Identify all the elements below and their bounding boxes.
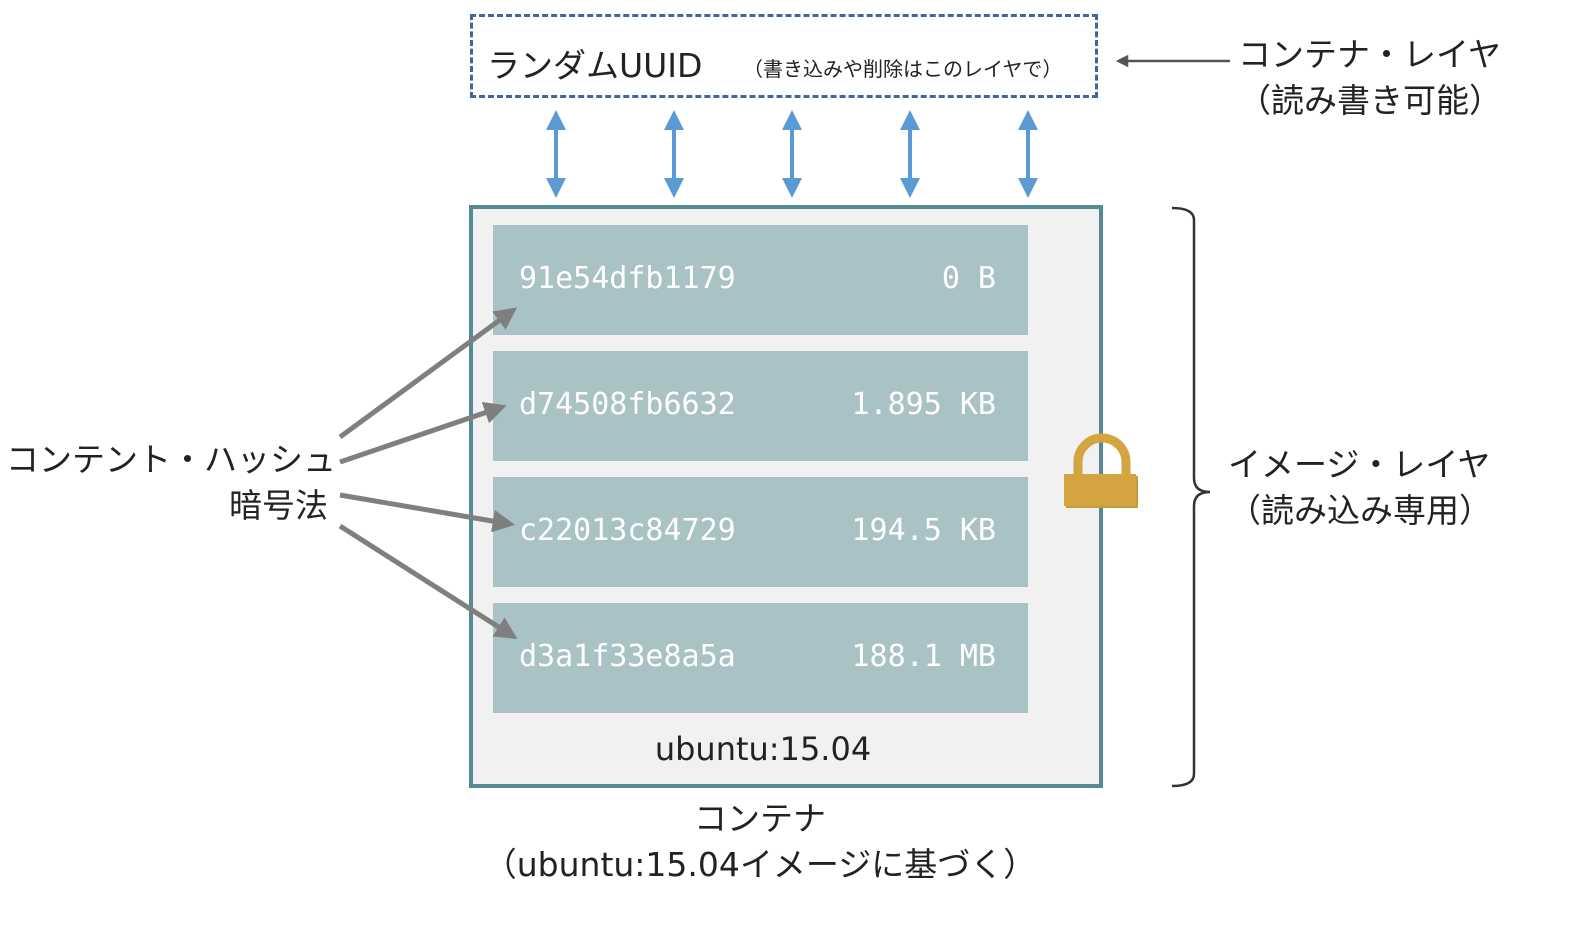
layer-hash: 91e54dfb1179 — [519, 261, 736, 296]
layer-size: 1.895 KB — [851, 387, 997, 422]
image-layer: d74508fb6632 1.895 KB — [493, 351, 1028, 461]
layer-hash: d3a1f33e8a5a — [519, 639, 736, 674]
container-layer-caption-line1: コンテナ・レイヤ — [1238, 35, 1502, 74]
hash-caption-line2: 暗号法 — [229, 486, 328, 525]
layer-hash: c22013c84729 — [519, 513, 736, 548]
image-layer: d3a1f33e8a5a 188.1 MB — [493, 603, 1028, 713]
image-layer-caption-line2: （読み込み専用） — [1228, 491, 1492, 530]
container-caption: コンテナ （ubuntu:15.04イメージに基づく） — [460, 796, 1060, 888]
container-layer-label: ランダムUUID — [487, 46, 703, 85]
container-layer-box: ランダムUUID （書き込みや削除はこのレイヤで） — [470, 14, 1098, 98]
container-caption-line1: コンテナ — [694, 799, 826, 838]
image-name: ubuntu:15.04 — [654, 730, 872, 768]
container-layer-caption-line2: （読み書き可能） — [1238, 81, 1502, 120]
layer-size: 188.1 MB — [851, 639, 997, 674]
image-layer-caption: イメージ・レイヤ （読み込み専用） — [1228, 442, 1492, 534]
container-layer-caption: コンテナ・レイヤ （読み書き可能） — [1238, 32, 1502, 124]
image-layer: c22013c84729 194.5 KB — [493, 477, 1028, 587]
layer-hash: d74508fb6632 — [519, 387, 736, 422]
container-layer-sublabel: （書き込みや削除はこのレイヤで） — [743, 57, 1063, 81]
image-layer-caption-line1: イメージ・レイヤ — [1228, 445, 1491, 484]
hash-caption: コンテント・ハッシュ 暗号法 — [6, 437, 336, 529]
layer-size: 0 B — [941, 261, 996, 296]
image-box: 91e54dfb1179 0 B d74508fb6632 1.895 KB c… — [469, 205, 1103, 788]
hash-caption-line1: コンテント・ハッシュ — [6, 440, 336, 479]
image-layer: 91e54dfb1179 0 B — [493, 225, 1028, 335]
image-layer-brace — [1171, 206, 1211, 788]
container-caption-line2: （ubuntu:15.04イメージに基づく） — [483, 845, 1037, 884]
layer-size: 194.5 KB — [851, 513, 997, 548]
